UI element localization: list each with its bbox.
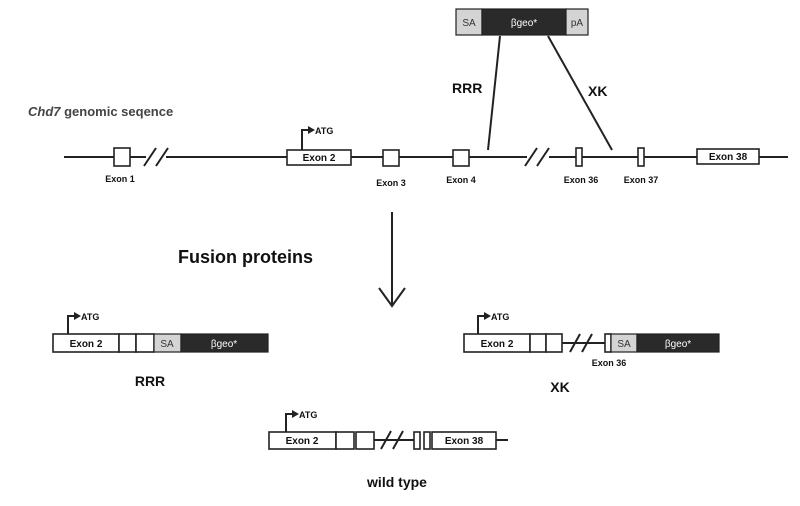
gene-trap-cassette: SA βgeo* pA [455, 8, 589, 36]
xk-geo-label: βgeo* [665, 339, 691, 350]
genomic-exon-4-label: Exon 4 [446, 175, 476, 185]
xk-exon-36 [604, 333, 612, 353]
genomic-exon-2-label: Exon 2 [303, 153, 336, 164]
rrr-insertion-line [487, 35, 501, 151]
genomic-exon-4 [452, 149, 470, 167]
genomic-start-arrow-shaft [301, 129, 310, 150]
wt-exon-4 [355, 431, 375, 450]
genomic-break-1b [155, 147, 169, 167]
genomic-exon-3-label: Exon 3 [376, 178, 406, 188]
wild-type-product: ATG Exon 2 Exon 38 wild type [268, 410, 508, 490]
genomic-exon-38-label: Exon 38 [709, 152, 748, 163]
genomic-exon-2 [286, 149, 352, 166]
rrr-start-arrow-head [74, 312, 81, 320]
genomic-break-1a [143, 147, 157, 167]
xk-exon-36-label: Exon 36 [592, 358, 627, 368]
wt-start-arrow-shaft [285, 413, 293, 432]
genomic-sequence-title: Chd7 genomic seqence [28, 104, 173, 119]
genomic-exon-38 [696, 148, 760, 165]
rrr-geo-box [180, 333, 269, 353]
xk-break-b [581, 333, 593, 353]
wt-start-arrow-head [292, 410, 299, 418]
xk-sa-label: SA [617, 339, 631, 350]
xk-start-arrow-shaft [477, 315, 485, 334]
wt-break-b [392, 430, 404, 450]
genomic-exon-37-label: Exon 37 [624, 175, 659, 185]
wt-break-a [380, 430, 392, 450]
xk-insertion-label: XK [588, 83, 607, 99]
wt-exon-38-label: Exon 38 [445, 436, 484, 447]
rrr-start-arrow-shaft [67, 315, 75, 334]
rrr-exon-4 [135, 333, 155, 353]
xk-exon-2-label: Exon 2 [481, 339, 514, 350]
xk-product-name: XK [550, 379, 569, 395]
rrr-product-name: RRR [135, 373, 165, 389]
genomic-break-2a [524, 147, 538, 167]
wt-exon-2-label: Exon 2 [286, 436, 319, 447]
cassette-pa-box [565, 8, 589, 36]
rrr-exon-3 [118, 333, 137, 353]
xk-start-arrow-head [484, 312, 491, 320]
genomic-start-codon: ATG [315, 126, 333, 136]
cassette-sa-label: SA [462, 18, 476, 29]
rrr-fusion-product: ATG Exon 2 SA βgeo* RRR [52, 312, 269, 389]
cassette-pa-label: pA [571, 18, 584, 29]
xk-fusion-product: ATG Exon 2 SA βgeo* Exon 36 XK [463, 312, 720, 395]
genomic-start-arrow-head [308, 126, 315, 134]
genomic-title-rest: genomic seqence [61, 104, 174, 119]
xk-geo-box [636, 333, 720, 353]
down-arrow-head [378, 287, 406, 308]
xk-break-a [569, 333, 581, 353]
genomic-exon-1-label: Exon 1 [105, 174, 135, 184]
xk-exon-4 [545, 333, 563, 353]
rrr-exon-2-label: Exon 2 [70, 339, 103, 350]
xk-insertion-line [547, 35, 613, 151]
wt-exon-36 [413, 431, 421, 450]
wt-exon-37 [423, 431, 431, 450]
wild-type-name: wild type [366, 474, 427, 490]
genomic-break-2b [536, 147, 550, 167]
xk-exon-3 [529, 333, 547, 353]
genomic-exon-3 [382, 149, 400, 167]
genomic-exon-1 [113, 147, 131, 167]
wt-start-codon: ATG [299, 410, 317, 420]
cassette-geo-box [481, 8, 567, 36]
fusion-proteins-title: Fusion proteins [178, 247, 313, 267]
rrr-geo-label: βgeo* [211, 339, 237, 350]
genomic-exon-36-label: Exon 36 [564, 175, 599, 185]
genomic-exon-37 [637, 147, 645, 167]
genomic-locus: Exon 1 Exon 2 ATG Exon 3 Exon 4 Exon 36 … [64, 126, 788, 188]
rrr-sa-label: SA [160, 339, 174, 350]
xk-start-codon: ATG [491, 312, 509, 322]
rrr-start-codon: ATG [81, 312, 99, 322]
gene-name: Chd7 [28, 104, 61, 119]
cassette-geo-label: βgeo* [511, 18, 537, 29]
rrr-insertion-label: RRR [452, 80, 482, 96]
genomic-exon-36 [575, 147, 583, 167]
wt-exon-3 [335, 431, 355, 450]
cassette-sa-box [455, 8, 483, 36]
